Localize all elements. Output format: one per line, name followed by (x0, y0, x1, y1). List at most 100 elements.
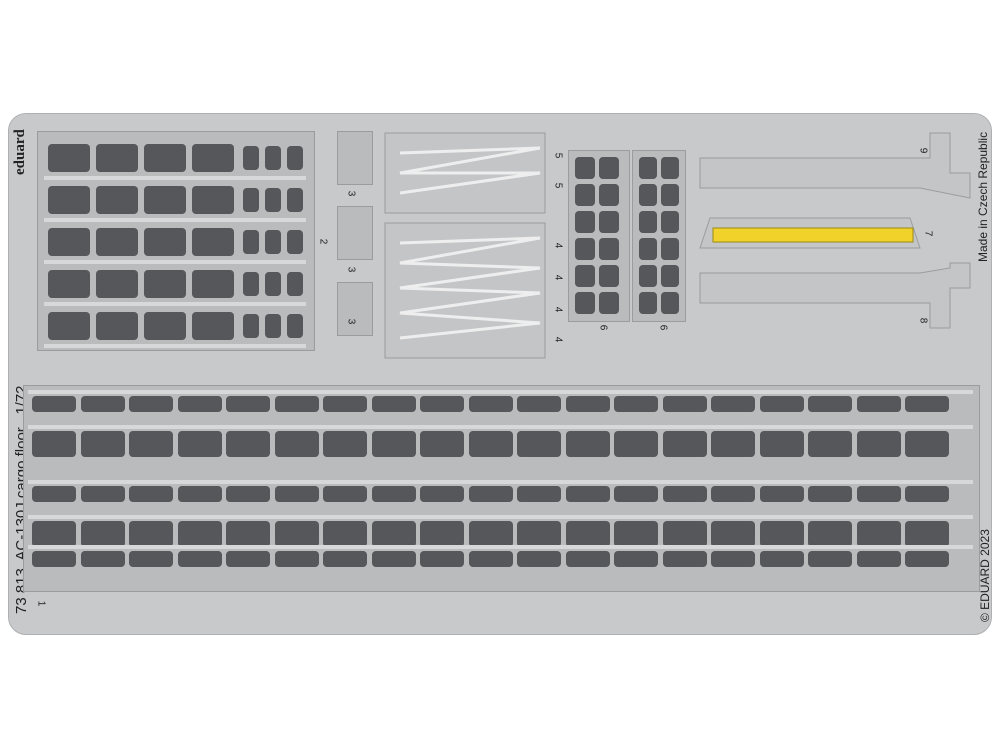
cutout (468, 396, 513, 412)
cutout (759, 486, 804, 502)
cutout (48, 270, 90, 298)
cutout (856, 486, 901, 502)
cutout (662, 486, 707, 502)
cutout (243, 188, 259, 212)
cutout (575, 211, 595, 233)
part-4-5-rails (384, 132, 546, 359)
part-6-panel (632, 150, 686, 322)
cutout (192, 228, 234, 256)
cutout (614, 486, 658, 502)
cutout (905, 551, 949, 567)
cutout (144, 186, 186, 214)
part-number: 4 (552, 306, 564, 313)
cutout (808, 521, 852, 547)
cutout (177, 486, 222, 502)
cutout (48, 186, 90, 214)
cutout (856, 521, 901, 547)
cutout (177, 551, 222, 567)
cutout (661, 265, 679, 287)
cutout (661, 292, 679, 314)
cutout (662, 521, 707, 547)
cutout (468, 551, 513, 567)
cutout (96, 312, 138, 340)
cutout (265, 272, 281, 296)
cutout (192, 312, 234, 340)
cutout (80, 486, 125, 502)
cutout (599, 184, 619, 206)
cutout (80, 396, 125, 412)
cutout (144, 228, 186, 256)
cutout (96, 228, 138, 256)
cutout (177, 396, 222, 412)
cutout (323, 431, 367, 457)
part-3-bracket (337, 282, 373, 336)
part-number: 6 (657, 324, 669, 331)
cutout (226, 521, 270, 547)
cutout (243, 272, 259, 296)
rail (28, 390, 973, 394)
cutout (661, 157, 679, 179)
cutout (274, 521, 319, 547)
cutout (575, 157, 595, 179)
cutout (48, 144, 90, 172)
cutout (287, 146, 303, 170)
cutout (565, 551, 610, 567)
cutout (599, 292, 619, 314)
part-3-bracket (337, 131, 373, 185)
part-number: 3 (345, 318, 357, 325)
cutout (371, 486, 416, 502)
part-number: 5 (552, 152, 564, 159)
part-number: 3 (345, 266, 357, 273)
cutout (517, 551, 561, 567)
cutout (420, 486, 464, 502)
part-number: 4 (552, 242, 564, 249)
cutout (371, 521, 416, 547)
rail (44, 260, 306, 264)
cutout (96, 186, 138, 214)
cutout (243, 146, 259, 170)
rail (28, 515, 973, 519)
cutout (32, 431, 76, 457)
part-6-panel (568, 150, 630, 322)
cutout (420, 396, 464, 412)
cutout (287, 188, 303, 212)
cutout (517, 431, 561, 457)
rail (44, 176, 306, 180)
rail (44, 218, 306, 222)
cutout (639, 238, 657, 260)
cutout (662, 396, 707, 412)
cutout (711, 551, 755, 567)
part-1-cargo-floor (23, 385, 980, 592)
cutout (599, 157, 619, 179)
cutout (517, 396, 561, 412)
cutout (759, 431, 804, 457)
cutout (808, 396, 852, 412)
cutout (243, 314, 259, 338)
cutout (265, 188, 281, 212)
cutout (856, 431, 901, 457)
cutout (32, 396, 76, 412)
cutout (575, 238, 595, 260)
cutout (662, 551, 707, 567)
cutout (711, 486, 755, 502)
part-2-floor-panel (37, 131, 315, 351)
cutout (226, 431, 270, 457)
cutout (711, 521, 755, 547)
part-number: 8 (917, 317, 929, 324)
cutout (662, 431, 707, 457)
cutout (192, 144, 234, 172)
cutout (711, 396, 755, 412)
cutout (144, 270, 186, 298)
part-number: 4 (552, 336, 564, 343)
cutout (226, 551, 270, 567)
cutout (265, 314, 281, 338)
cutout (287, 230, 303, 254)
cutout (468, 521, 513, 547)
cutout (129, 551, 173, 567)
cutout (129, 396, 173, 412)
cutout (639, 157, 657, 179)
rail (28, 425, 973, 429)
cutout (177, 431, 222, 457)
cutout (371, 551, 416, 567)
cutout (177, 521, 222, 547)
